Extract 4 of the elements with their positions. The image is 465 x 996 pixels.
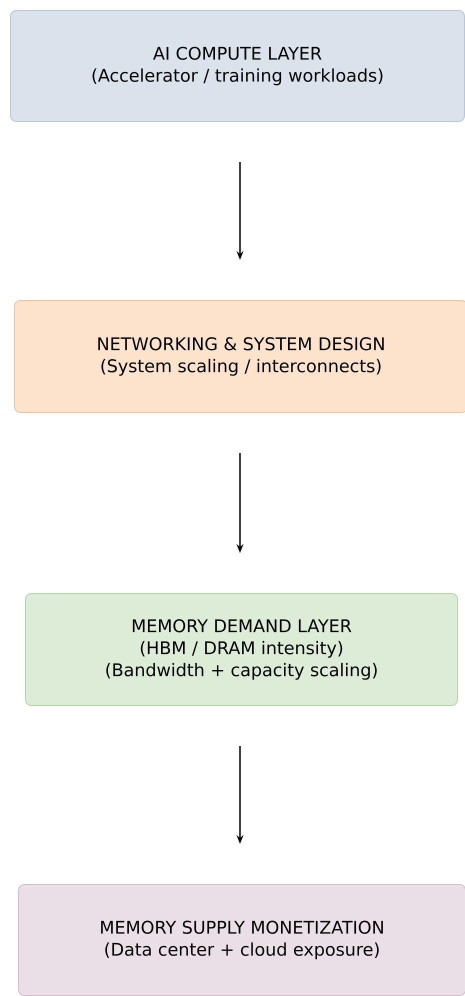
layer-box: MEMORY SUPPLY MONETIZATION (Data center + cloud exposure)	[18, 884, 465, 996]
layer-box: MEMORY DEMAND LAYER (HBM / DRAM intensity) (Bandwidth + capacity scaling)	[25, 593, 458, 706]
layer-box: NETWORKING & SYSTEM DESIGN (System scaling / interconnects)	[14, 300, 465, 413]
layer-box: AI COMPUTE LAYER (Accelerator / training workloads)	[10, 10, 465, 122]
